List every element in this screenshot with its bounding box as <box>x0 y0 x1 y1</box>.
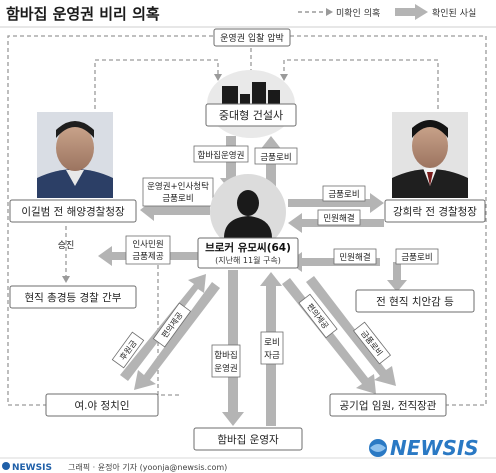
police-exec-label: 현직 총경등 경찰 간부 <box>25 291 122 304</box>
broker-box <box>197 237 299 269</box>
legend-solid-arrow <box>395 4 428 20</box>
lee-request-label-1: 운영권+인사청탁 <box>147 181 209 192</box>
diagram-title: 함바집 운영권 비리 의혹 <box>6 5 160 23</box>
rebate-label-1: 로비 <box>264 338 280 348</box>
footer: NEWSIS 그래픽 · 윤정아 기자 (yoonja@newsis.com) … <box>0 436 496 473</box>
promotion-label: 승진 <box>58 240 75 251</box>
arrow-broker-to-lee <box>140 199 210 221</box>
police-exec-box-label <box>125 235 171 265</box>
arrow-broker-to-kang <box>288 193 384 213</box>
police-exec-box <box>9 285 137 309</box>
construction-lobby-box <box>254 147 298 165</box>
lee-portrait <box>37 112 113 198</box>
footer-credit: 그래픽 · 윤정아 기자 (yoonja@newsis.com) <box>68 462 227 472</box>
footer-logo-text: NEWSIS <box>12 463 52 473</box>
hamba-down-label-2: 운영권 <box>214 363 237 374</box>
arrow-broker-to-officials <box>387 262 407 292</box>
hr-complaint-label: 인사민원 <box>132 239 163 250</box>
kang-complaint-label: 민원해결 <box>323 213 354 224</box>
person-silhouette-icon <box>224 190 272 238</box>
operator-box <box>193 427 303 451</box>
money-provide-label: 금품제공 <box>132 252 163 262</box>
dashed-connectors <box>7 35 487 406</box>
corp-execs-box <box>329 393 447 417</box>
dashed-right-frame <box>290 35 487 406</box>
kang-lobby-box <box>322 185 366 202</box>
bid-pressure-box <box>213 28 291 47</box>
lee-label: 이길범 전 해양경찰청장 <box>21 205 125 218</box>
building-icon <box>222 82 280 106</box>
edge-labels: 함바집운영권 금품로비 운영권+인사청탁 금품로비 금품로비 민원해결 승진 인… <box>58 145 439 378</box>
rebate-box <box>260 331 284 365</box>
lee-request-label-2: 금품로비 <box>162 194 193 204</box>
legend-unconfirmed-label: 미확인 의혹 <box>336 7 380 19</box>
lee-request-box <box>142 177 214 207</box>
officials-lobby-box <box>395 248 439 265</box>
hamba-down-label-1: 함바집 <box>214 350 237 361</box>
operator-label: 함바집 운영자 <box>217 434 279 446</box>
kang-box <box>384 199 486 223</box>
complaint-resolve-label: 민원해결 <box>339 252 370 263</box>
broker-name: 브로커 유모씨(64) <box>205 241 291 254</box>
broker-note: (지난해 11월 구속) <box>215 255 281 265</box>
hamba-op-label: 함바집운영권 <box>198 150 245 161</box>
officials-label: 전 현직 치안감 등 <box>376 296 454 308</box>
kang-label: 강희락 전 경찰청장 <box>393 205 477 218</box>
arrow-broker-to-politicians <box>134 282 220 390</box>
legend-confirmed-label: 확인된 사실 <box>432 7 476 19</box>
hamba-down-box <box>211 344 241 378</box>
politicians-box <box>45 393 159 417</box>
legend: 미확인 의혹 확인된 사실 <box>298 4 476 20</box>
kang-complaint-box <box>317 209 361 226</box>
officials-lobby-label: 금품로비 <box>401 253 432 263</box>
rebate-label-2: 자금 <box>264 351 280 361</box>
officials-box <box>355 289 475 313</box>
politicians-label: 여.야 정치인 <box>75 399 130 412</box>
corp-execs-label: 공기업 임원, 전직장관 <box>340 399 437 412</box>
newsis-watermark: NEWSIS <box>369 436 479 460</box>
construction-lobby-label: 금품로비 <box>260 153 291 163</box>
kang-portrait <box>392 112 468 198</box>
lee-box <box>9 199 137 223</box>
construction-node: 운영권 입찰 압박 중대형 건설사 <box>205 28 297 138</box>
complaint-resolve-box <box>333 248 377 265</box>
kang-lobby-label: 금품로비 <box>328 190 359 200</box>
hamba-op-box <box>193 145 249 163</box>
arrow-broker-to-corp <box>306 276 396 386</box>
bid-pressure-label: 운영권 입찰 압박 <box>220 32 284 44</box>
dashed-lee-construction <box>94 59 222 116</box>
broker-node: 브로커 유모씨(64) (지난해 11월 구속) <box>197 174 299 269</box>
construction-label: 중대형 건설사 <box>219 109 283 122</box>
node-boxes: 이길범 전 해양경찰청장 강희락 전 경찰청장 현직 총경등 경찰 간부 전 현… <box>9 199 486 451</box>
newsis-watermark-text: NEWSIS <box>390 436 479 460</box>
dashed-kang-construction <box>280 59 439 116</box>
construction-box <box>205 103 297 127</box>
footer-logo-mark <box>2 462 10 470</box>
